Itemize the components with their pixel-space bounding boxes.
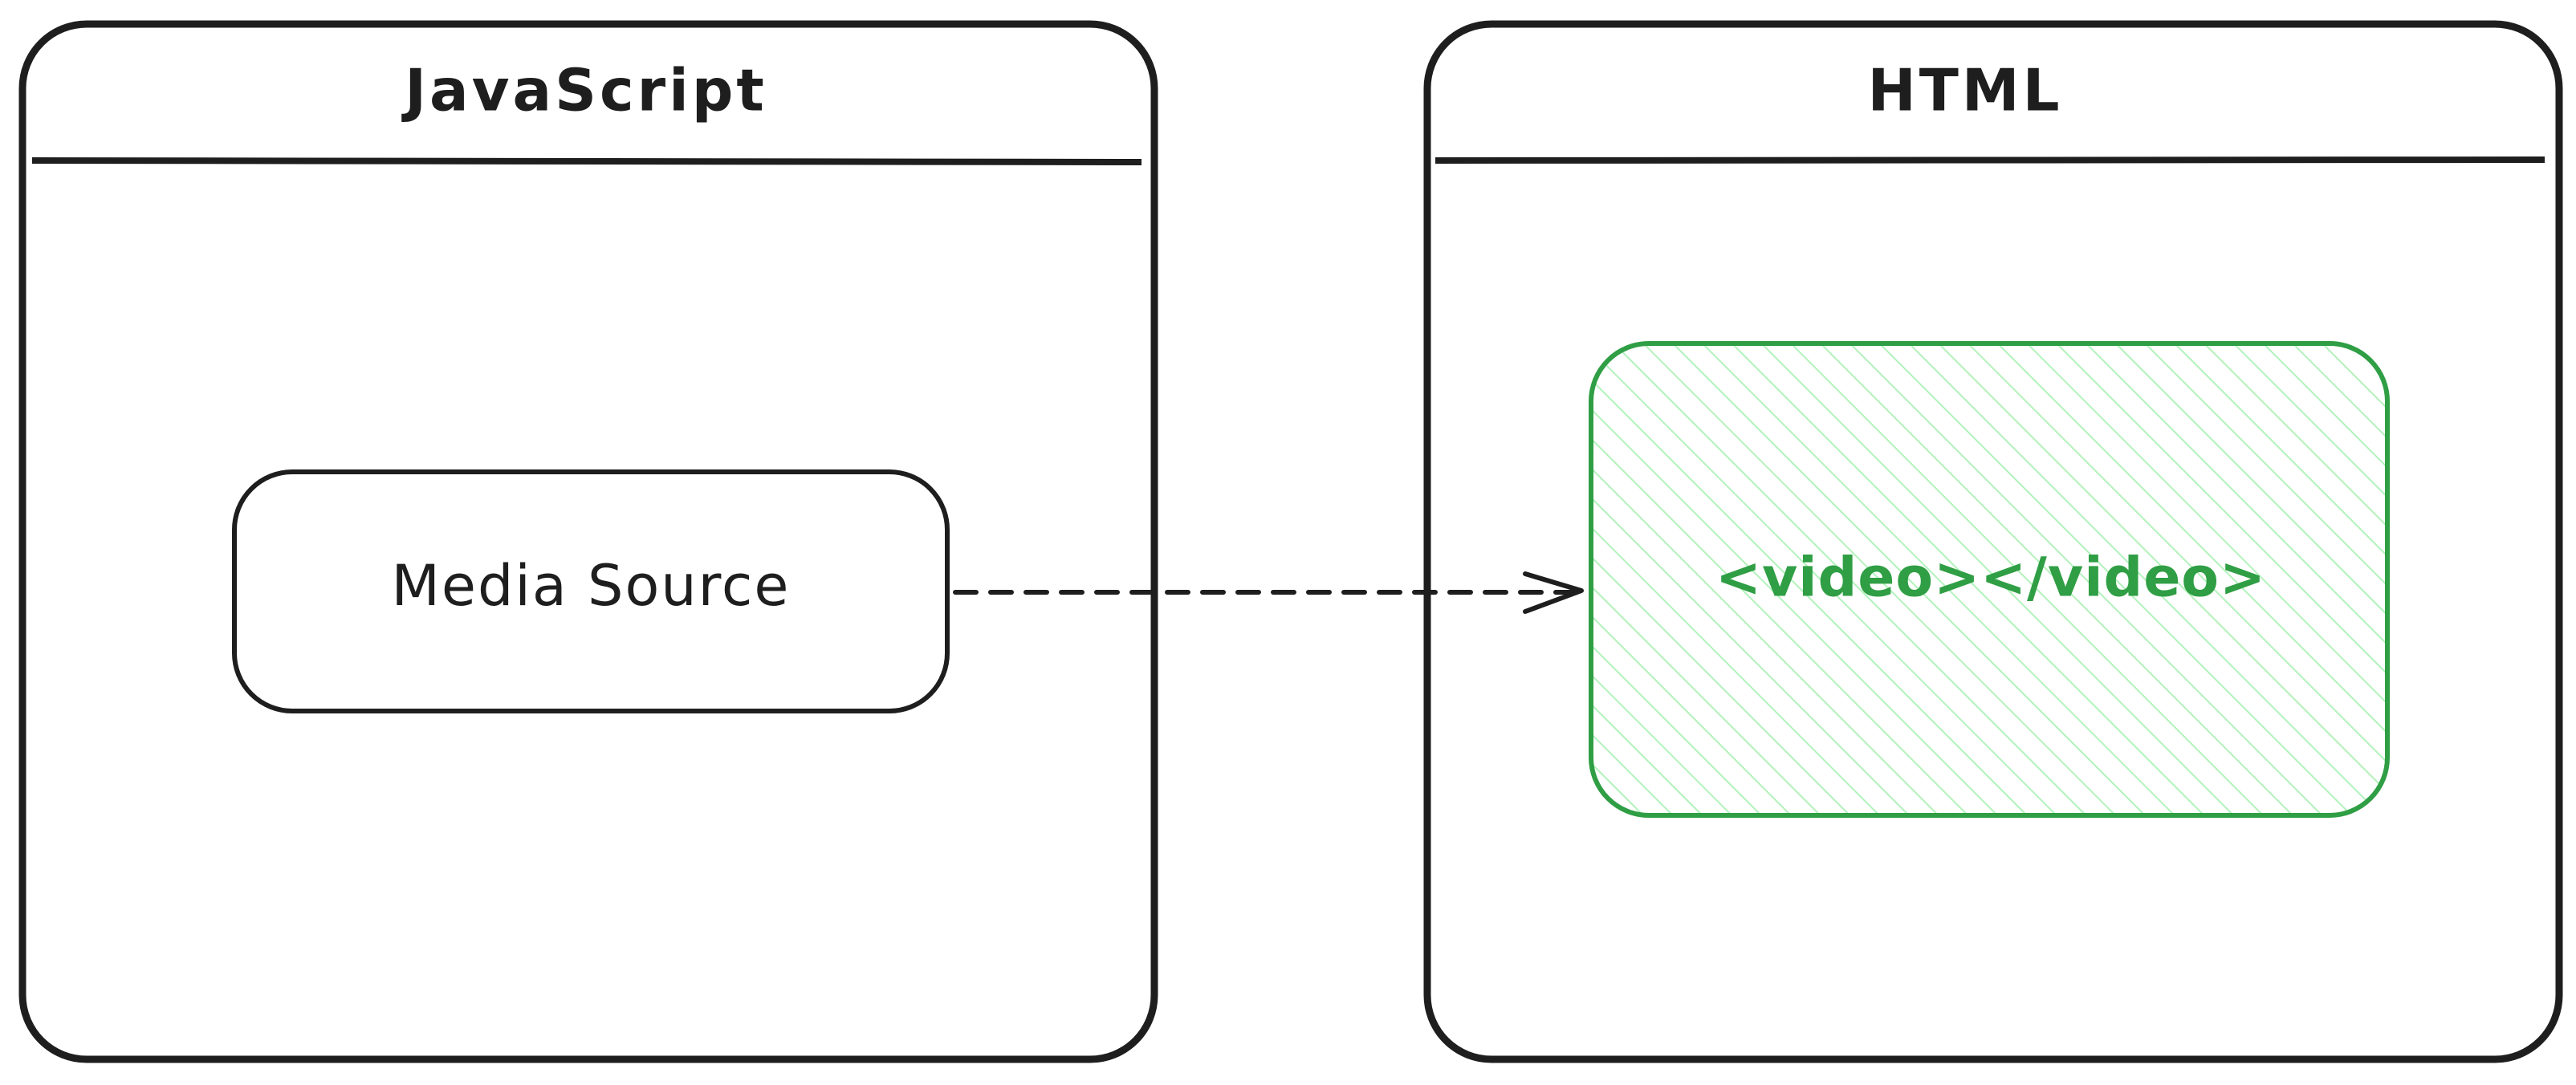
frame-html-divider xyxy=(1435,156,2545,164)
frame-html-title: HTML xyxy=(1868,57,2063,124)
frame-javascript-border xyxy=(18,20,1158,1063)
video-element-box xyxy=(1589,341,2390,818)
media-source-label: Media Source xyxy=(392,553,791,619)
dashed-connector-arrow[interactable] xyxy=(953,571,1584,614)
media-source-node[interactable]: Media Source xyxy=(232,469,950,713)
video-element-node[interactable]: <video></video> xyxy=(1589,341,2390,818)
frame-javascript-title: JavaScript xyxy=(401,57,767,124)
media-source-box xyxy=(232,469,950,713)
connector-arrowhead-icon xyxy=(1523,571,1584,614)
frame-javascript-divider xyxy=(31,157,1142,165)
video-element-label: <video></video> xyxy=(1715,547,2266,610)
frame-javascript[interactable]: JavaScript xyxy=(18,20,1158,1063)
frame-html-border xyxy=(1423,20,2563,1063)
frame-html[interactable]: HTML xyxy=(1423,20,2563,1063)
